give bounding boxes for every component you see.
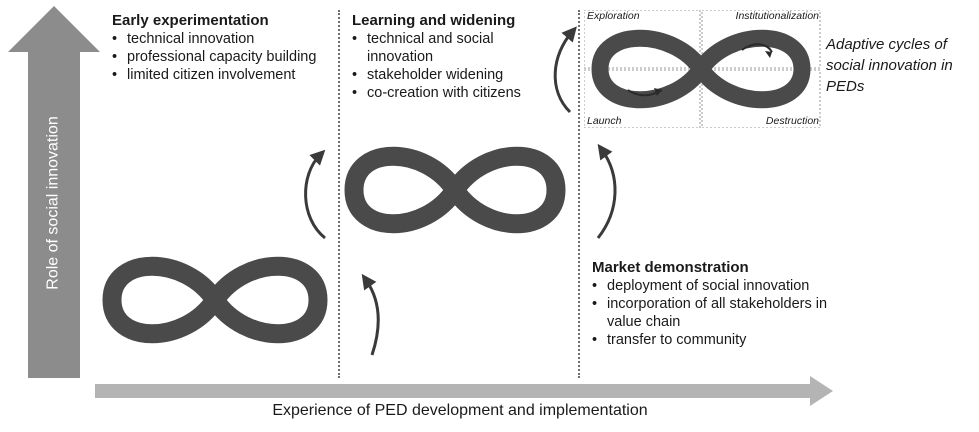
arrow-4: [596, 143, 617, 239]
stage-learning-and-widening: Learning and widening technical and soci…: [352, 12, 552, 102]
stage-bullet: technical and social innovation: [352, 30, 552, 66]
stage-bullet: stakeholder widening: [352, 66, 552, 84]
stage-title: Market demonstration: [592, 259, 749, 276]
separator-1: [338, 10, 340, 378]
adaptive-cycle-figure: [583, 9, 821, 129]
arrow-2: [361, 273, 380, 356]
stage-title: Learning and widening: [352, 12, 516, 29]
adaptive-cycle-panel: Exploration Institutionalization Launch …: [583, 9, 822, 129]
separator-2: [578, 10, 580, 378]
stage-early-experimentation: Early experimentation technical innovati…: [112, 12, 327, 84]
y-axis-arrow: [8, 6, 100, 378]
stage-bullet: co-creation with citizens: [352, 84, 552, 102]
stage-bullet: professional capacity building: [112, 48, 327, 66]
adaptive-cycle-caption: Adaptive cycles of social innovation in …: [826, 36, 953, 95]
arrow-3: [553, 26, 577, 114]
stage-bullet: deployment of social innovation: [592, 277, 852, 295]
stage-market-demonstration: Market demonstration deployment of socia…: [592, 259, 852, 349]
stage-title: Early experimentation: [112, 12, 269, 29]
stage-bullet: limited citizen involvement: [112, 66, 327, 84]
stage-bullet: incorporation of all stakeholders in val…: [592, 295, 852, 331]
arrow-1: [304, 149, 326, 240]
quadrant-label-destruction: Destruction: [765, 115, 819, 127]
x-axis-label: Experience of PED development and implem…: [272, 402, 648, 419]
stage-bullet: transfer to community: [592, 331, 852, 349]
stage-bullet: technical innovation: [112, 30, 327, 48]
quadrant-label-launch: Launch: [587, 115, 622, 127]
quadrant-label-institutionalization: Institutionalization: [735, 10, 819, 22]
x-axis-arrow: [95, 376, 833, 406]
quadrant-label-exploration: Exploration: [587, 10, 640, 22]
